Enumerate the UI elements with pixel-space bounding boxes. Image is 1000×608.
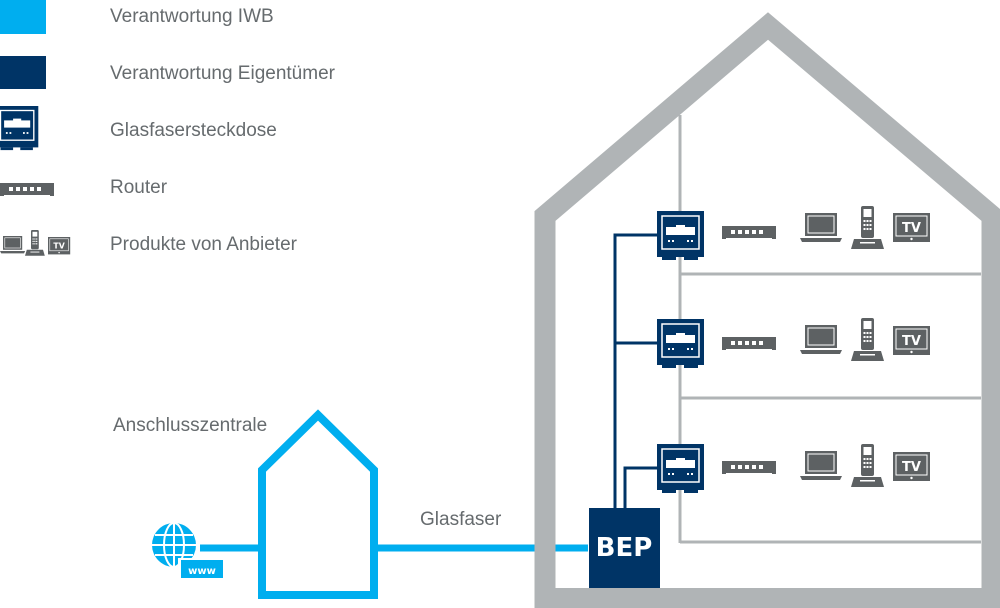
router-icon xyxy=(0,183,54,196)
fiber-socket-icon xyxy=(656,443,705,494)
central-office-house xyxy=(258,409,378,599)
router-icon xyxy=(722,337,776,350)
owner-color-swatch xyxy=(0,56,46,89)
fiber-socket-icon xyxy=(656,318,705,369)
fiber-label: Glasfaser xyxy=(420,509,502,530)
laptop-icon xyxy=(799,212,843,243)
floor-middle xyxy=(656,318,931,369)
tv-icon xyxy=(892,212,931,243)
legend-label-owner: Verantwortung Eigentümer xyxy=(110,63,335,84)
phone-icon xyxy=(851,444,884,487)
tv-icon xyxy=(892,325,931,356)
internet-globe-icon: www xyxy=(152,522,224,580)
floor-top xyxy=(656,206,931,261)
provider-products-icons xyxy=(0,230,71,256)
router-icon xyxy=(722,226,776,239)
iwb-color-swatch xyxy=(0,0,46,34)
central-office-label: Anschlusszentrale xyxy=(113,415,268,436)
laptop-icon xyxy=(799,324,843,355)
phone-icon xyxy=(851,206,884,249)
legend-label-router: Router xyxy=(110,177,168,198)
bep-box: BEP xyxy=(589,508,660,588)
floor-bottom xyxy=(656,443,931,494)
bep-label: BEP xyxy=(596,533,653,563)
legend-label-provider-products: Produkte von Anbieter xyxy=(110,234,297,255)
router-icon xyxy=(722,461,776,474)
www-label: www xyxy=(188,566,216,577)
tv-icon xyxy=(47,236,71,255)
legend-label-fiber-socket: Glasfasersteckdose xyxy=(110,120,277,141)
phone-icon xyxy=(25,230,45,256)
fiber-socket-icon xyxy=(656,210,705,261)
tv-icon xyxy=(892,451,931,482)
building-outline xyxy=(534,12,1000,608)
laptop-icon xyxy=(799,450,843,481)
building-floor xyxy=(535,588,1000,608)
fiber-socket-icon xyxy=(0,105,39,151)
phone-icon xyxy=(851,318,884,361)
owner-fiber-lines xyxy=(613,233,657,508)
legend-label-iwb: Verantwortung IWB xyxy=(110,6,274,27)
laptop-icon xyxy=(0,235,26,254)
